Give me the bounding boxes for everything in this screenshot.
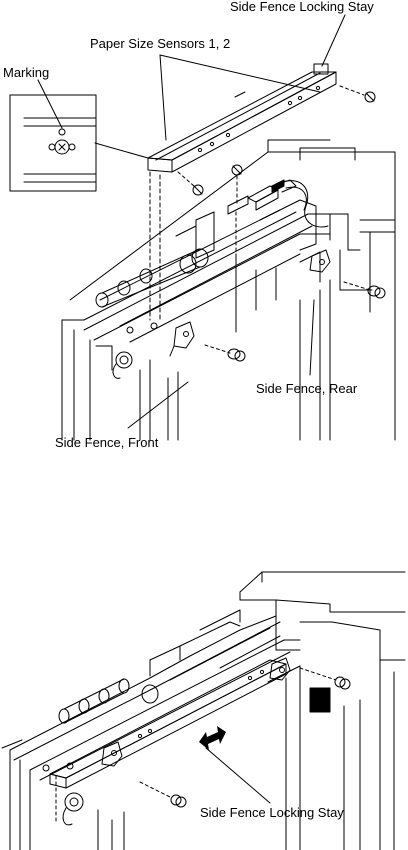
sensor-bracket	[228, 180, 328, 270]
label-marking: Marking	[3, 66, 49, 79]
label-side-fence-front: Side Fence, Front	[55, 436, 158, 449]
front-side-fence	[170, 322, 194, 356]
locking-stay-rail	[148, 64, 336, 172]
label-paper-size-sensors: Paper Size Sensors 1, 2	[90, 37, 230, 50]
slide-arrow-icon	[199, 726, 226, 750]
top-screws	[150, 86, 385, 361]
top-leader-lines	[38, 15, 345, 428]
label-locking-stay-bottom: Side Fence Locking Stay	[200, 806, 344, 819]
label-locking-stay-top: Side Fence Locking Stay	[230, 0, 374, 13]
label-side-fence-rear: Side Fence, Rear	[256, 382, 357, 395]
bottom-tray-rollers	[43, 679, 158, 825]
bottom-leader-line	[206, 748, 270, 803]
